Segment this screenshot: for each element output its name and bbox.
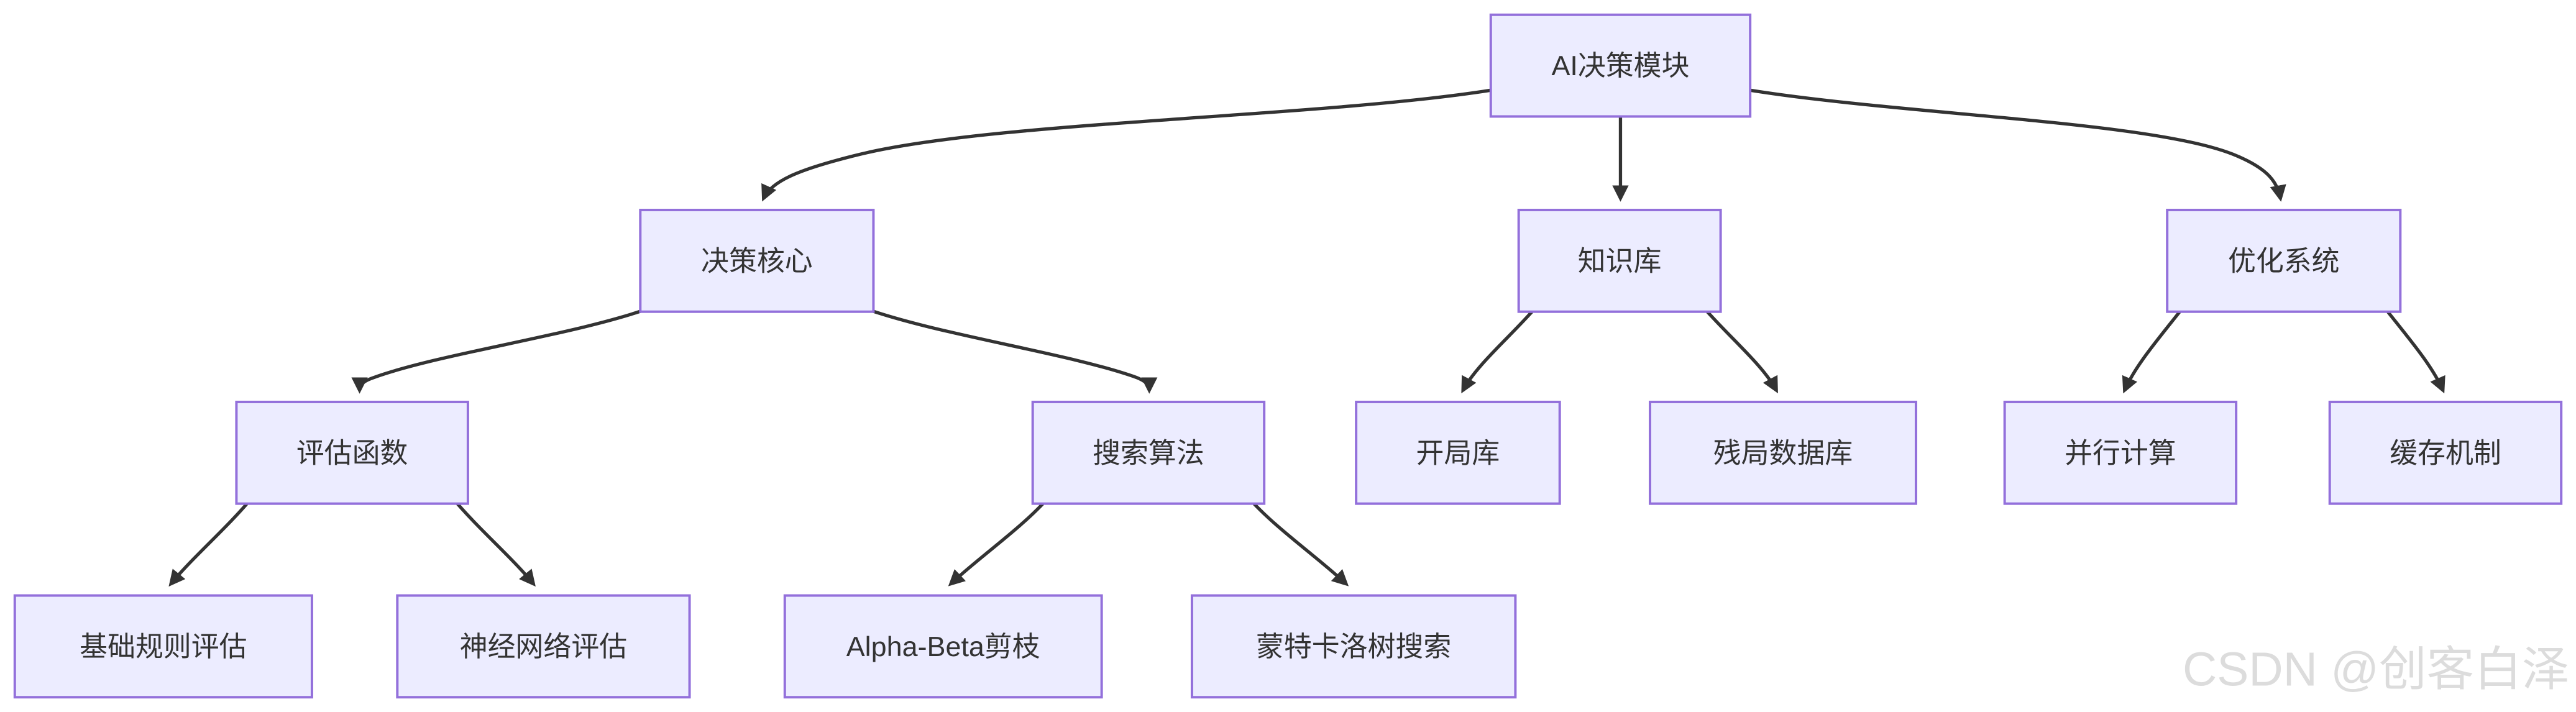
node-box: [13, 594, 313, 699]
node-label: 优化系统: [2228, 245, 2340, 276]
node-endgame-database: 残局数据库: [1649, 400, 1917, 505]
node-box: [2328, 400, 2563, 505]
edge-search-algorithm-to-alpha-beta-pruning: [948, 497, 1049, 586]
edge-optimization-system-to-parallel-computing: [2122, 306, 2185, 394]
node-neural-network-evaluation: 神经网络评估: [396, 594, 691, 699]
edge-knowledge-base-to-opening-book: [1461, 309, 1535, 394]
node-evaluation-function: 评估函数: [235, 400, 469, 505]
node-label: Alpha-Beta剪枝: [846, 631, 1040, 662]
node-knowledge-base: 知识库: [1517, 209, 1722, 313]
node-label: 评估函数: [296, 437, 408, 468]
node-optimization-system: 优化系统: [2166, 209, 2402, 313]
edge-knowledge-base-to-endgame-database: [1704, 309, 1778, 394]
node-box: [783, 594, 1103, 699]
edge-optimization-system-to-cache-mechanism: [2382, 306, 2445, 394]
node-box: [1031, 400, 1266, 505]
node-search-algorithm: 搜索算法: [1031, 400, 1266, 505]
nodes-layer: AI决策模块 决策核心 知识库 优化系统 评估函数 搜索算法: [13, 13, 2563, 699]
node-label: AI决策模块: [1551, 50, 1689, 81]
node-box: [1190, 594, 1517, 699]
edge-search-algorithm-to-monte-carlo-tree-search: [1248, 497, 1349, 586]
node-box: [1355, 400, 1561, 505]
node-box: [235, 400, 469, 505]
edge-ai-decision-module-to-optimization-system: [1749, 88, 2286, 202]
node-parallel-computing: 并行计算: [2003, 400, 2238, 505]
node-label: 并行计算: [2065, 437, 2176, 468]
node-box: [639, 209, 875, 313]
node-label: 搜索算法: [1093, 437, 1204, 468]
node-monte-carlo-tree-search: 蒙特卡洛树搜索: [1190, 594, 1517, 699]
node-label: 决策核心: [701, 245, 813, 276]
edge-evaluation-function-to-neural-network-evaluation: [452, 498, 536, 587]
edge-decision-core-to-search-algorithm: [859, 305, 1158, 394]
node-ai-decision-module: AI决策模块: [1489, 13, 1752, 118]
node-box: [396, 594, 691, 699]
node-label: 缓存机制: [2390, 437, 2501, 468]
node-label: 开局库: [1416, 437, 1500, 468]
node-opening-book: 开局库: [1355, 400, 1561, 505]
edges-layer: [168, 88, 2445, 587]
node-label: 知识库: [1578, 245, 1662, 276]
node-alpha-beta-pruning: Alpha-Beta剪枝: [783, 594, 1103, 699]
node-box: [2003, 400, 2238, 505]
node-box: [1649, 400, 1917, 505]
node-decision-core: 决策核心: [639, 209, 875, 313]
edge-ai-decision-module-to-decision-core: [761, 88, 1492, 202]
node-label: 神经网络评估: [460, 631, 627, 662]
node-label: 残局数据库: [1713, 437, 1853, 468]
edge-decision-core-to-evaluation-function: [351, 305, 654, 394]
node-label: 蒙特卡洛树搜索: [1256, 631, 1451, 662]
node-box: [2166, 209, 2402, 313]
node-box: [1517, 209, 1722, 313]
node-box: [1489, 13, 1752, 118]
node-basic-rule-evaluation: 基础规则评估: [13, 594, 313, 699]
csdn-watermark: CSDN @创客白泽: [2183, 644, 2569, 696]
edge-evaluation-function-to-basic-rule-evaluation: [168, 498, 253, 587]
node-label: 基础规则评估: [80, 631, 247, 662]
node-cache-mechanism: 缓存机制: [2328, 400, 2563, 505]
